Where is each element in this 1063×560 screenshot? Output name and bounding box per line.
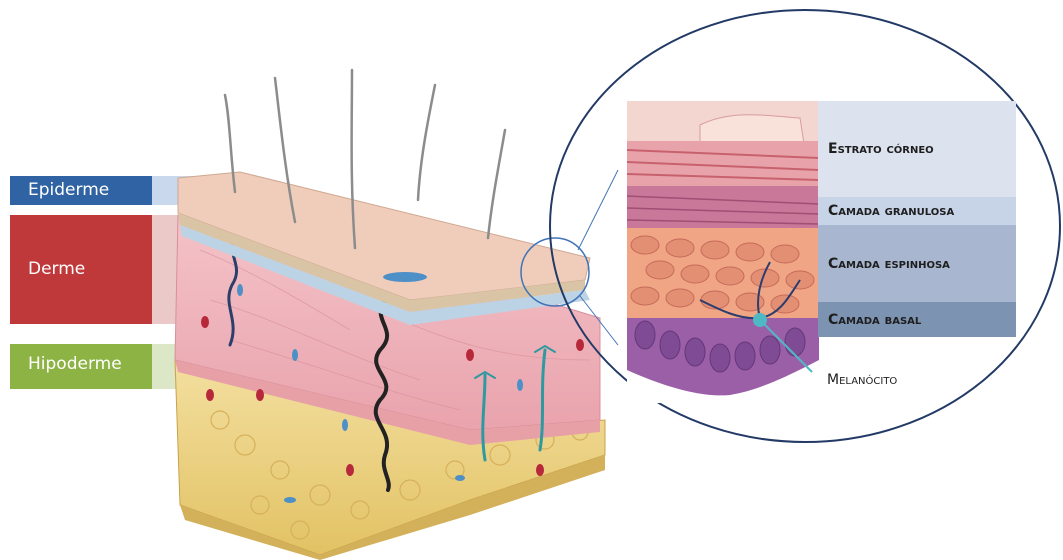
granular-layer-label: Camada granulosa [818, 197, 1016, 225]
basal-layer-label: Camada basal [818, 302, 1016, 337]
hipoderme-label: Hipoderme [10, 344, 152, 389]
epidermis-zoom-image [627, 101, 819, 403]
melanocyte-label: Melanócito [827, 372, 897, 388]
derme-label: Derme [10, 215, 152, 324]
stratum-corneum-label: Estrato córneo [818, 101, 1016, 197]
spinous-layer-label: Camada espinhosa [818, 225, 1016, 302]
epiderme-label: Epiderme [10, 176, 152, 205]
zoom-connector [578, 170, 618, 250]
